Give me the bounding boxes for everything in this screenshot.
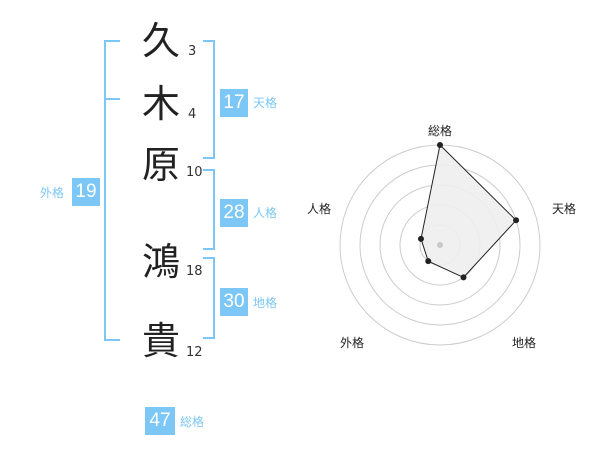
radar-label-chikaku: 地格 [512,336,537,350]
name-char-5: 貴 [142,319,181,363]
tenkaku-label: 天格 [253,96,278,110]
name-char-4: 鴻 [142,240,181,284]
radar-center-dot [437,242,443,248]
name-char-3: 原 [142,143,181,187]
jinkaku-value-badge: 28 [220,199,248,227]
soukaku-value-badge: 47 [145,407,175,435]
stroke-count-3: 10 [186,165,203,180]
jinkaku-bracket [203,169,215,250]
name-char-1: 久 [142,19,181,63]
radar-point-3 [460,274,467,281]
radar-point-5 [417,235,424,242]
chikaku-label: 地格 [253,296,278,310]
name-char-2: 木 [142,82,181,126]
radar-label-jinkaku: 人格 [307,202,332,216]
radar-point-4 [425,258,432,265]
tenkaku-value-badge: 17 [220,89,248,117]
radar-points [417,142,520,281]
stroke-count-2: 4 [188,107,197,122]
gaikaku-value-badge: 19 [72,178,100,206]
jinkaku-label: 人格 [253,206,278,220]
stroke-count-5: 12 [186,345,203,360]
radar-label-gaikaku: 外格 [340,336,365,350]
gaikaku-label: 外格 [40,186,65,200]
radar-label-tenkaku: 天格 [552,202,577,216]
stroke-count-4: 18 [186,264,203,279]
soukaku-label: 総格 [180,415,205,429]
radar-area [420,143,517,279]
radar-point-1 [437,142,443,148]
radar-point-2 [513,217,520,224]
chikaku-bracket [203,257,215,339]
radar-label-soukaku: 総格 [428,124,453,138]
gaikaku-bracket [104,40,120,341]
stroke-count-1: 3 [188,44,197,59]
tenkaku-bracket [203,40,215,159]
chikaku-value-badge: 30 [220,288,248,316]
